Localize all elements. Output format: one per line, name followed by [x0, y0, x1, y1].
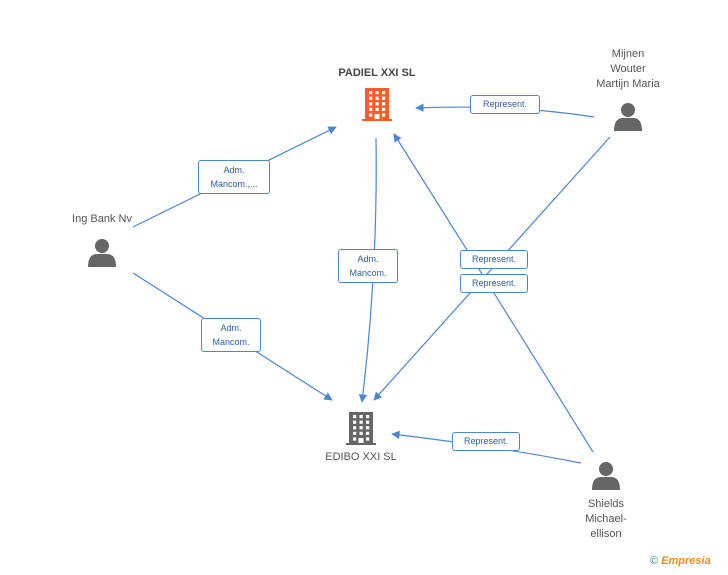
building-icon-edibo[interactable] — [346, 412, 376, 445]
copyright-symbol: © — [650, 555, 659, 567]
edge-label-ing-padiel[interactable]: Adm. Mancom.,... — [198, 160, 270, 194]
edge-label-ing-edibo[interactable]: Adm. Mancom. — [201, 318, 261, 352]
edge-shields-padiel — [393, 133, 594, 453]
node-label-ing[interactable]: Ing Bank Nv — [72, 213, 132, 225]
building-icon-padiel[interactable] — [362, 88, 392, 121]
node-label-edibo[interactable]: EDIBO XXI SL — [325, 451, 397, 463]
edge-label-mijnen-padiel[interactable]: Represent. — [470, 95, 540, 114]
edge-label-mijnen-edibo[interactable]: Represent. — [460, 250, 528, 269]
brand-name: mpresia — [668, 555, 711, 567]
person-icon-shields[interactable] — [592, 462, 620, 490]
node-label-padiel[interactable]: PADIEL XXI SL — [338, 67, 416, 79]
node-label-mijnen[interactable]: Mijnen Wouter Martijn Maria — [596, 48, 660, 90]
edge-label-shields-padiel[interactable]: Represent. — [460, 274, 528, 293]
empresia-credit: © Empresia — [650, 555, 711, 567]
person-icon-ing[interactable] — [88, 239, 116, 267]
person-icon-mijnen[interactable] — [614, 103, 642, 131]
node-label-shields[interactable]: Shields Michael- ellison — [585, 498, 627, 540]
edge-label-shields-edibo[interactable]: Represent. — [452, 432, 520, 451]
edge-label-padiel-edibo[interactable]: Adm. Mancom. — [338, 249, 398, 283]
brand-initial: E — [661, 555, 669, 567]
